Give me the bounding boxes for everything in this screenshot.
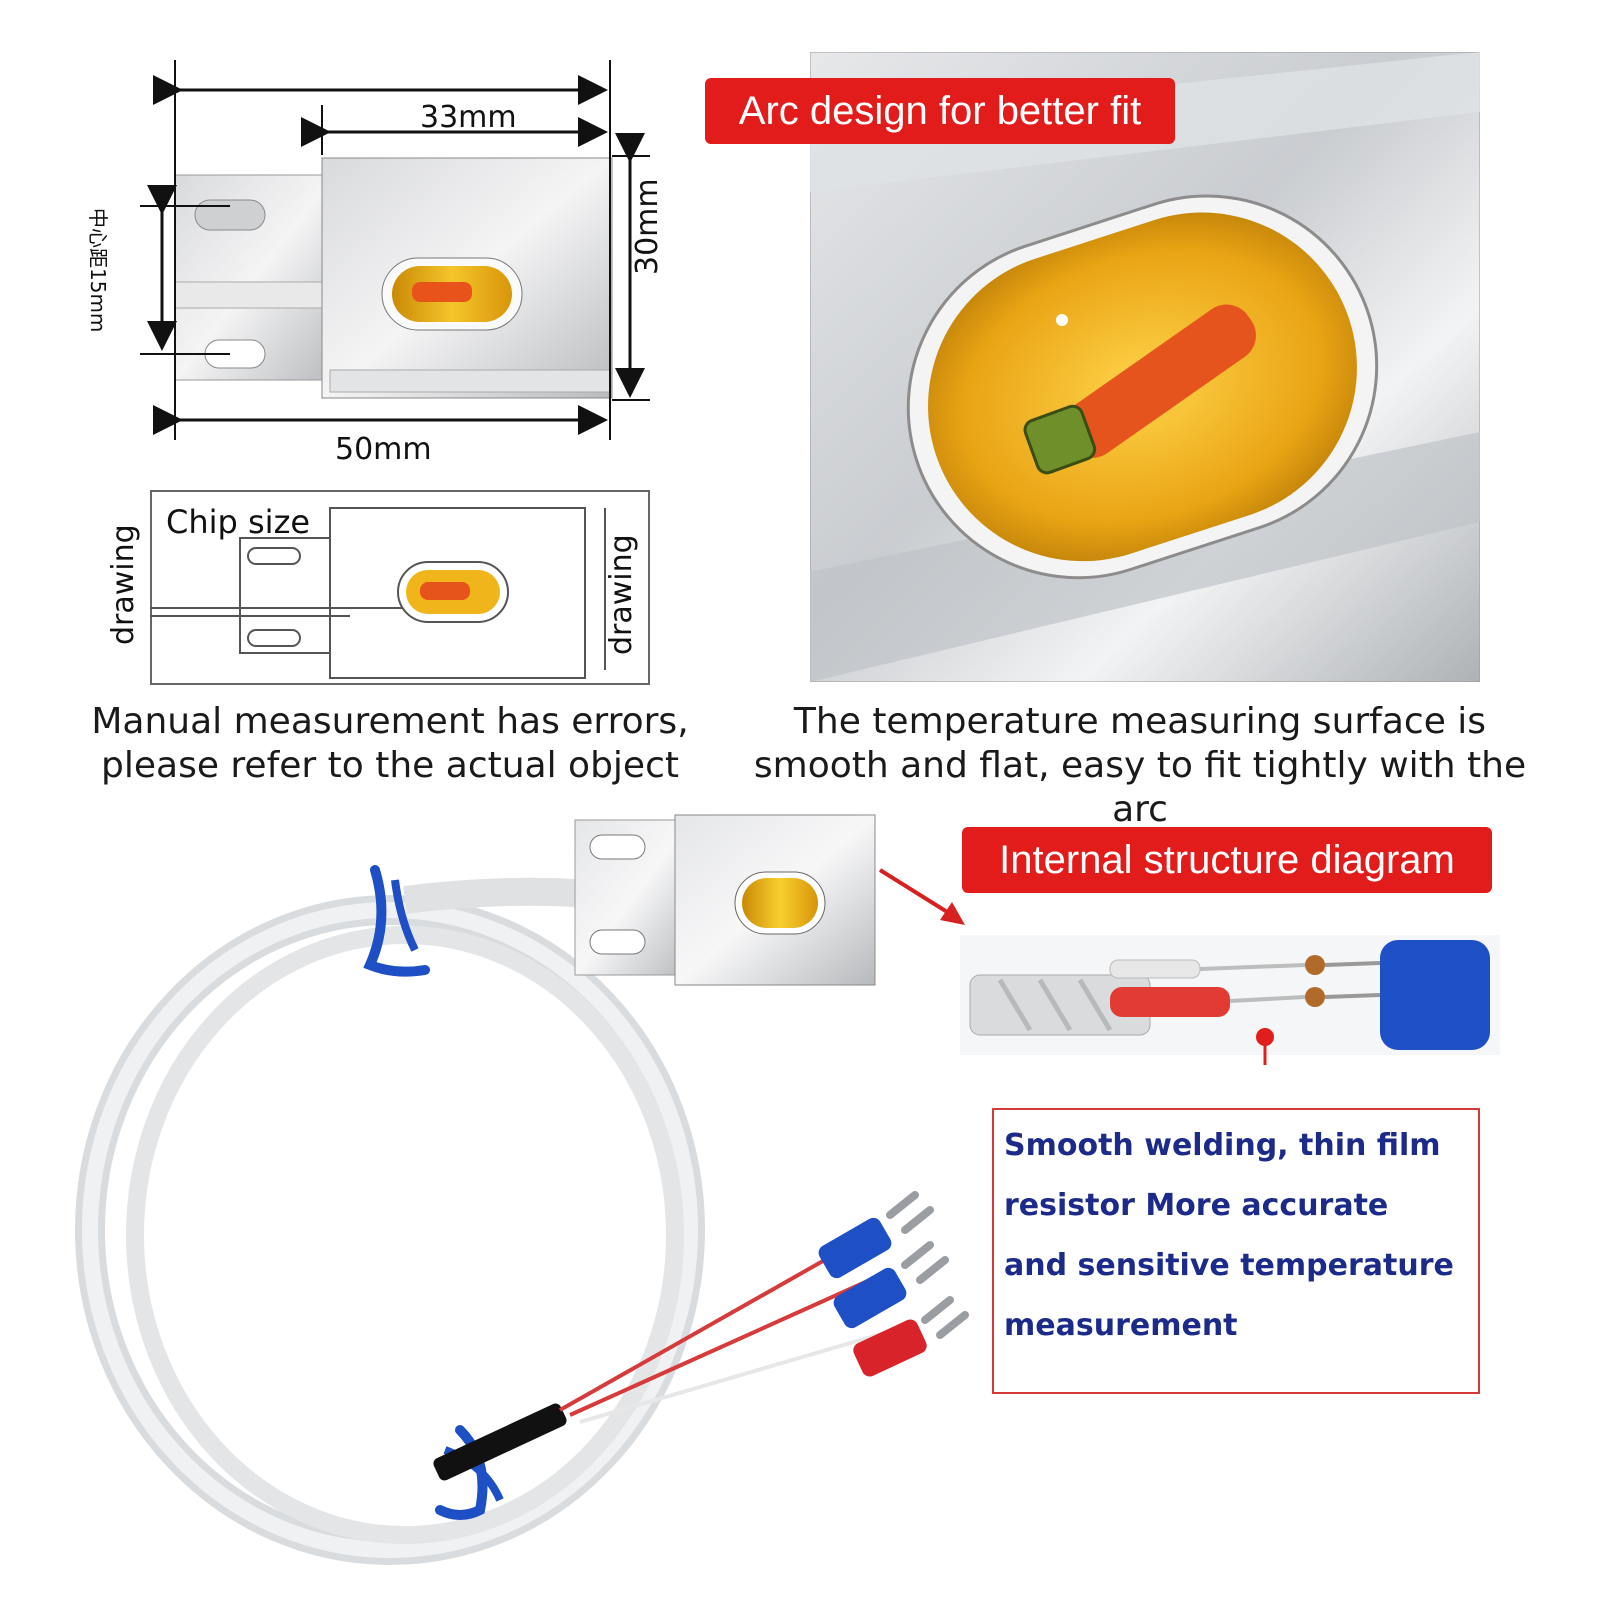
chip-left-label: drawing	[106, 524, 141, 645]
info-line-4: measurement	[1004, 1308, 1238, 1343]
info-line-3: and sensitive temperature	[1004, 1248, 1454, 1283]
banner-internal-structure: Internal structure diagram	[962, 827, 1492, 893]
chip-outline-drawing	[150, 507, 606, 679]
chip-right-label: drawing	[604, 534, 639, 655]
caption-left-line1: Manual measurement has errors,	[91, 701, 689, 742]
dim-50mm: 50mm	[335, 432, 432, 467]
caption-right-line1: The temperature measuring surface is	[793, 701, 1487, 742]
dimension-drawing	[140, 60, 650, 440]
feature-info-box: Smooth welding, thin film resistor More …	[992, 1108, 1480, 1394]
chip-size-title: Chip size	[166, 503, 311, 541]
sensor-product-photo	[75, 814, 969, 1565]
caption-right: The temperature measuring surface is smo…	[740, 700, 1540, 832]
dim-30mm: 30mm	[630, 178, 665, 275]
dim-33mm: 33mm	[420, 100, 517, 135]
info-line-1: Smooth welding, thin film	[1004, 1128, 1441, 1163]
caption-right-line2: smooth and flat, easy to fit tightly wit…	[753, 745, 1527, 830]
closeup-photo	[810, 52, 1480, 682]
banner-arc-design: Arc design for better fit	[705, 78, 1175, 144]
internal-structure-photo	[960, 935, 1500, 1065]
info-line-2: resistor More accurate	[1004, 1188, 1389, 1223]
dim-hole-spacing: 中心距15mm	[86, 208, 110, 333]
caption-left-line2: please refer to the actual object	[101, 745, 679, 786]
caption-left: Manual measurement has errors, please re…	[80, 700, 700, 788]
